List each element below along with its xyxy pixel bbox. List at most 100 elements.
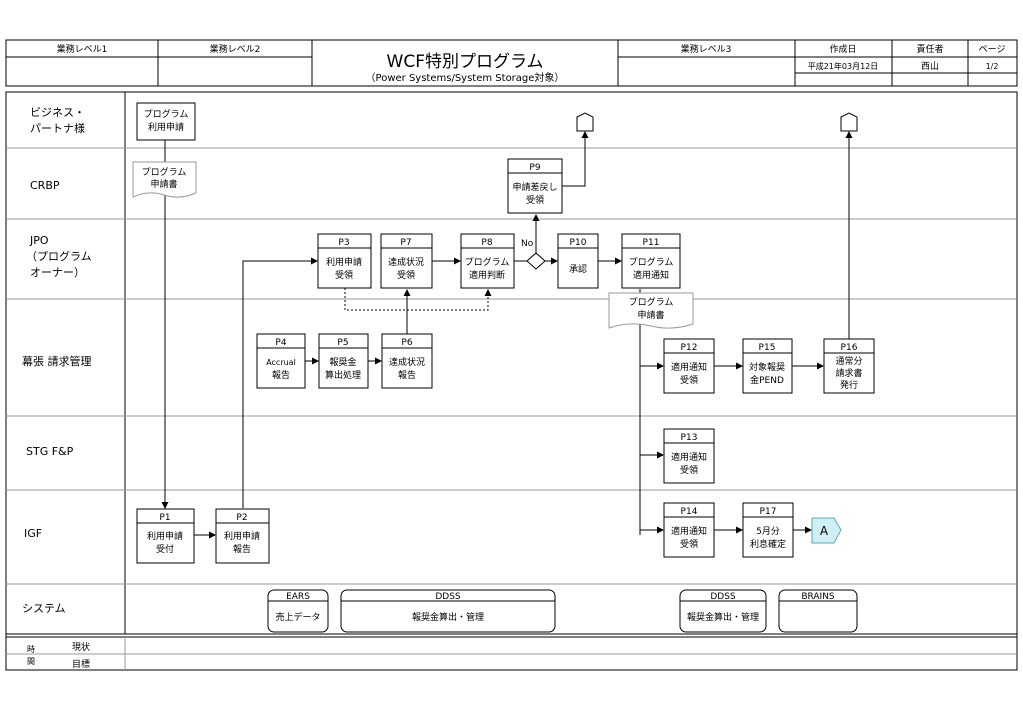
process-bp-request: プログラム 利用申請 (136, 102, 196, 141)
process-label: プログラム (465, 256, 510, 268)
created-label: 作成日 (829, 43, 856, 55)
decision-no-label: No (521, 239, 534, 249)
process-p13: P13 適用通知 受領 (663, 428, 715, 484)
system-desc: 報奨金算出・管理 (412, 611, 484, 623)
process-p3: P3 利用申請 受領 (317, 233, 372, 289)
lane-label-jpo-3: オーナー） (30, 266, 85, 279)
document-label: 申請書 (150, 178, 177, 190)
owner-label: 責任者 (916, 43, 943, 55)
system-name: DDSS (435, 592, 461, 602)
process-p7: P7 達成状況 受領 (380, 233, 433, 289)
process-id: P15 (759, 343, 776, 353)
lane-label-jpo-2: （プログラム (26, 249, 92, 263)
process-label: 達成状況 (388, 256, 424, 268)
swimlane-grid (5, 91, 1018, 671)
system-name: BRAINS (801, 592, 835, 602)
document-label: 申請書 (637, 309, 664, 321)
system-name: EARS (286, 592, 310, 602)
process-label: 受領 (335, 269, 353, 281)
process-label: 報告 (272, 369, 290, 381)
process-p9: P9 申請差戻し 受領 (507, 158, 563, 214)
system-brains: BRAINS (778, 589, 858, 633)
process-id: P10 (570, 238, 587, 248)
document-label: プログラム (629, 296, 674, 308)
lane-label-bp-2: パートナ様 (30, 121, 85, 135)
process-label: 受領 (680, 464, 698, 476)
process-p6: P6 達成状況 報告 (381, 333, 433, 389)
process-id: P8 (481, 238, 492, 248)
page-title: WCF特別プログラム (387, 52, 544, 72)
footer-current-label: 現状 (72, 641, 90, 653)
footer-time-char1: 時 (27, 645, 35, 654)
connector-a-label: A (820, 524, 829, 538)
process-label: 利用申請 (224, 530, 260, 542)
page-subtitle: （Power Systems/System Storage対象） (366, 71, 565, 84)
process-id: P17 (760, 507, 777, 517)
process-label: 利用申請 (148, 121, 184, 133)
lane-label-makuhari: 幕張 請求管理 (22, 354, 92, 368)
process-id: P9 (529, 163, 540, 173)
process-id: P12 (681, 343, 698, 353)
process-p2: P2 利用申請 報告 (215, 508, 270, 564)
process-label: 対象報奨 (749, 361, 785, 373)
process-label: 適用通知 (671, 361, 707, 373)
process-label: 達成状況 (389, 356, 425, 368)
lane-label-stg: STG F&P (26, 445, 74, 458)
process-label: 請求書 (835, 367, 862, 379)
level2-label: 業務レベル2 (210, 43, 261, 55)
process-id: P6 (401, 338, 412, 348)
process-label: 受領 (680, 374, 698, 386)
created-value: 平成21年03月12日 (808, 61, 879, 71)
process-id: P14 (681, 507, 698, 517)
system-ddss-2: DDSS 報奨金算出・管理 (679, 589, 767, 633)
process-p8: P8 プログラム 適用判断 (460, 233, 515, 289)
page-label: ページ (979, 45, 1006, 55)
process-p15: P15 対象報奨 金PEND (742, 338, 793, 394)
process-label: 5月分 (756, 526, 780, 537)
process-id: P1 (159, 513, 170, 523)
process-id: P5 (337, 338, 348, 348)
process-label: プログラム (144, 108, 189, 120)
flow-connectors (161, 131, 853, 539)
process-label: 受領 (680, 538, 698, 550)
document-crbp-application: プログラム 申請書 (132, 161, 197, 198)
process-label: 受領 (526, 194, 544, 206)
process-label: 適用判断 (469, 269, 505, 281)
footer-time-char2: 間 (27, 657, 35, 666)
process-label: 発行 (840, 379, 858, 391)
document-label: プログラム (142, 166, 187, 178)
process-label: 受付 (156, 543, 174, 555)
process-p11: P11 プログラム 適用通知 (621, 233, 681, 289)
process-p17: P17 5月分 利息確定 (742, 502, 794, 558)
offpage-connector-icon (576, 112, 594, 132)
offpage-connector-icon (840, 112, 858, 132)
process-label: 申請差戻し (512, 181, 557, 193)
process-p4: P4 Accrual 報告 (256, 333, 306, 389)
process-label: プログラム (629, 256, 674, 268)
system-ddss-1: DDSS 報奨金算出・管理 (340, 589, 556, 633)
process-label: 報告 (398, 369, 416, 381)
process-p14: P14 適用通知 受領 (663, 502, 715, 558)
process-id: P4 (275, 338, 286, 348)
system-desc: 報奨金算出・管理 (687, 611, 759, 623)
process-label: 受領 (397, 269, 415, 281)
process-label: 利用申請 (147, 530, 183, 542)
level1-label: 業務レベル1 (57, 43, 108, 55)
process-id: P7 (400, 238, 411, 248)
process-label: 算出処理 (325, 369, 361, 381)
header-table (5, 39, 1018, 87)
process-label: 報告 (233, 543, 251, 555)
process-label: Accrual (266, 358, 296, 367)
process-p10: P10 承認 (557, 233, 599, 289)
level3-label: 業務レベル3 (681, 43, 732, 55)
lane-label-crbp: CRBP (30, 179, 60, 192)
page-value: 1/2 (986, 62, 999, 71)
process-p1: P1 利用申請 受付 (136, 508, 195, 564)
process-label: 適用通知 (671, 525, 707, 537)
lane-label-system: システム (22, 602, 66, 615)
lane-label-bp-1: ビジネス・ (30, 106, 85, 119)
process-label: 承認 (569, 263, 587, 275)
owner-value: 西山 (921, 61, 939, 72)
lane-label-jpo-1: JPO (29, 234, 49, 247)
